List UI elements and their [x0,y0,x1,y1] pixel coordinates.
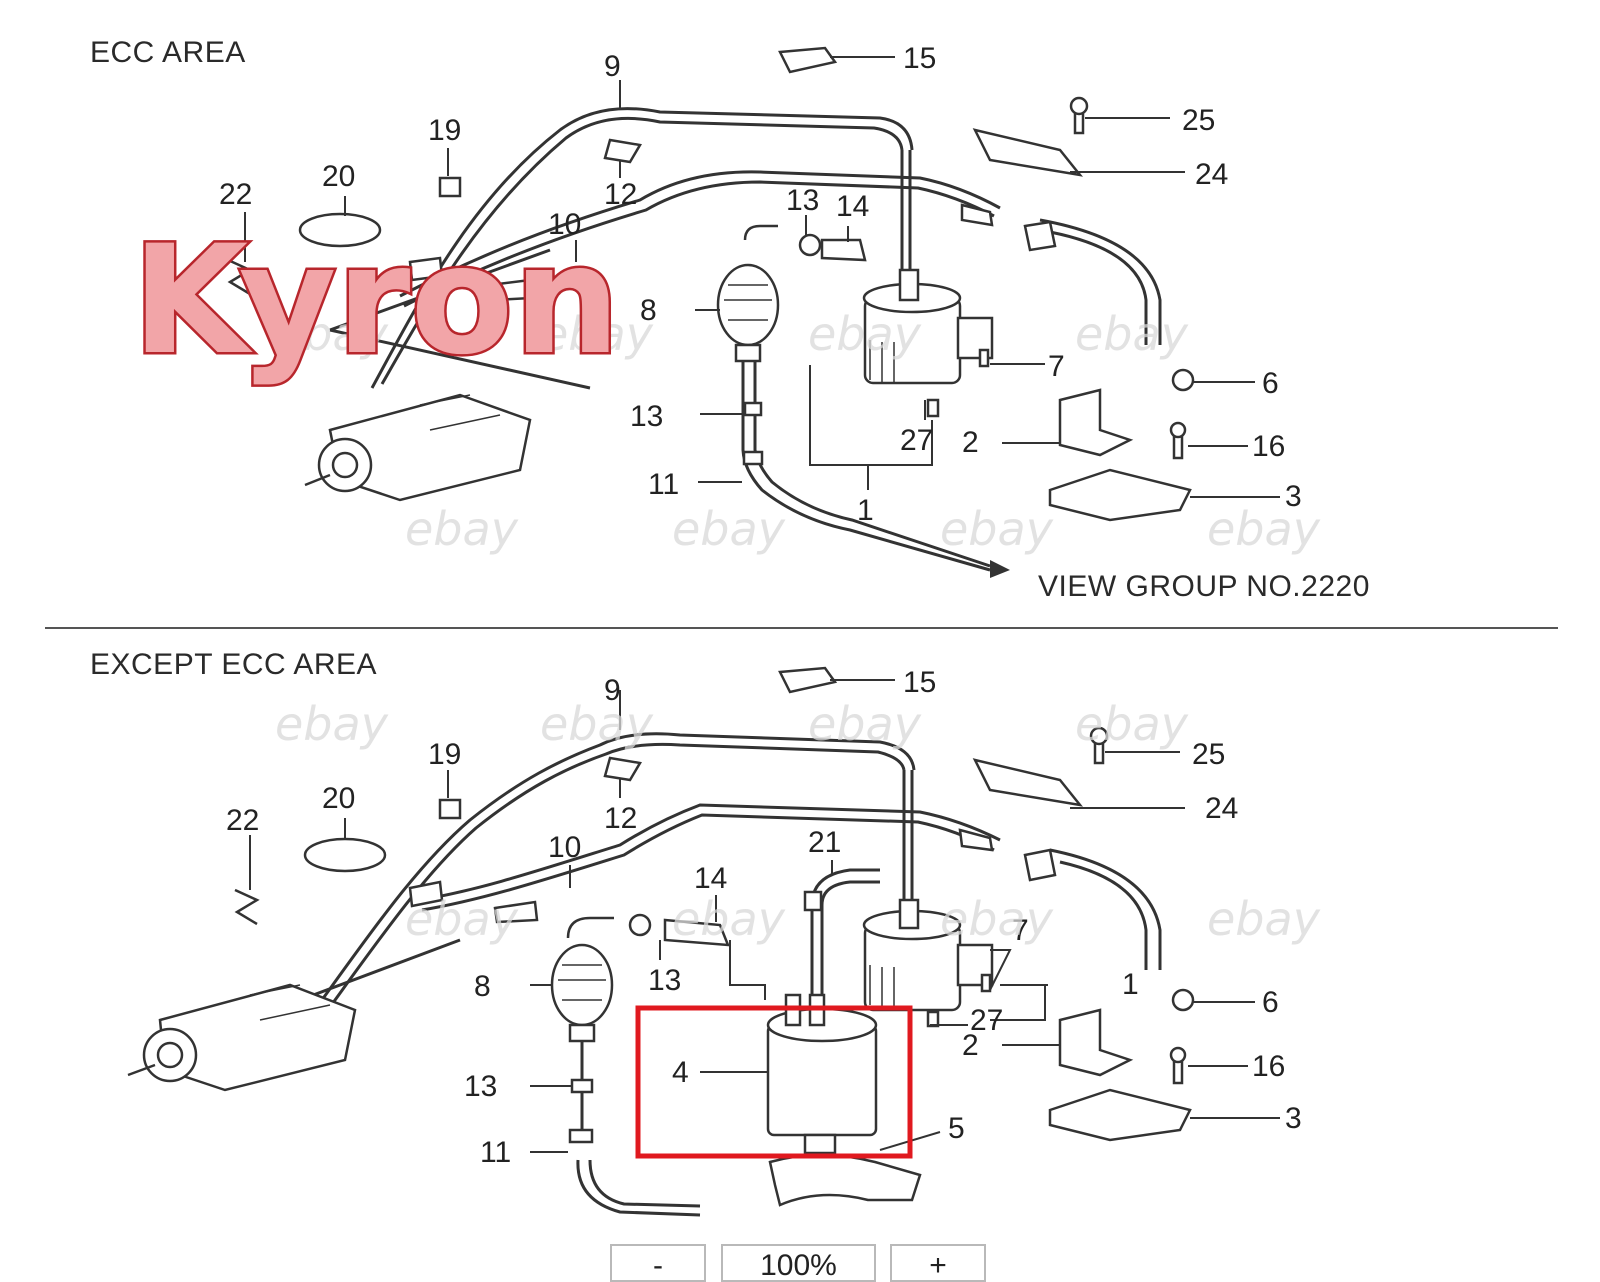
callout-16-bottom: 16 [1252,1050,1285,1083]
callout-12-bottom: 12 [604,802,637,835]
callout-20-top: 20 [322,160,355,193]
svg-text:ebay: ebay [672,502,786,556]
callout-6-bottom: 6 [1262,986,1279,1019]
callout-7-top: 7 [1048,350,1065,383]
callout-24-top: 24 [1195,158,1228,191]
callout-3-top: 3 [1285,480,1302,513]
svg-text:ebay: ebay [540,697,654,751]
callout-4-bottom: 4 [672,1056,689,1089]
bottom-primer-pump [550,916,614,1140]
callout-27-top: 27 [900,424,933,457]
callout-15-top: 15 [903,42,936,75]
callout-22-bottom: 22 [226,804,259,837]
svg-text:ebay: ebay [940,502,1054,556]
bottom-injection-pump [127,983,357,1092]
callout-25-bottom: 25 [1192,738,1225,771]
callout-9-top: 9 [604,50,621,83]
svg-text:ebay: ebay [275,697,389,751]
zoom-in-button[interactable]: + [890,1244,986,1282]
top-fuel-filter [862,268,994,385]
fuel-filter-part-4 [766,993,878,1155]
svg-text:ebay: ebay [672,892,786,946]
callout-15-bottom: 15 [903,666,936,699]
highlight-box [635,1005,913,1159]
filter-bracket-part-5 [768,1153,922,1207]
top-leader-lines [244,56,1280,498]
callout-13-bottom-upper: 13 [648,964,681,997]
svg-text:ebay: ebay [1207,502,1321,556]
callout-2-bottom: 2 [962,1029,979,1062]
callout-5-bottom: 5 [948,1112,965,1145]
section-title-except-ecc: EXCEPT ECC AREA [90,648,377,681]
callout-22-top: 22 [219,178,252,211]
callout-14-bottom: 14 [694,862,727,895]
callout-19-top: 19 [428,114,461,147]
brand-overlay-kyron: Kyron [132,214,620,388]
callout-12-top: 12 [604,178,637,211]
callout-25-top: 25 [1182,104,1215,137]
bottom-fuel-filter [862,898,994,1012]
callout-8-top: 8 [640,294,657,327]
callout-8-bottom: 8 [474,970,491,1003]
svg-text:ebay: ebay [540,307,654,361]
svg-text:ebay: ebay [275,307,389,361]
callout-6-top: 6 [1262,367,1279,400]
callout-16-top: 16 [1252,430,1285,463]
ebay-watermarks: ebay ebay ebay ebay ebay ebay ebay ebay … [275,307,1321,946]
callout-3-bottom: 3 [1285,1102,1302,1135]
svg-text:ebay: ebay [808,697,922,751]
callout-13-bottom-lower: 13 [464,1070,497,1103]
top-brackets [1048,388,1192,522]
callout-24-bottom: 24 [1205,792,1238,825]
callout-11-bottom: 11 [480,1136,511,1169]
zoom-out-button[interactable]: - [610,1244,706,1282]
svg-text:ebay: ebay [1075,697,1189,751]
callout-2-top: 2 [962,426,979,459]
svg-text:ebay: ebay [405,502,519,556]
callout-13-top-upper: 13 [786,184,819,217]
callout-20-bottom: 20 [322,782,355,815]
svg-text:ebay: ebay [808,307,922,361]
callout-10-bottom: 10 [548,831,581,864]
callout-21-bottom: 21 [808,826,841,859]
section-title-ecc: ECC AREA [90,36,246,69]
callout-1-bottom: 1 [1122,968,1139,1001]
callout-13-top-lower: 13 [630,400,663,433]
svg-text:ebay: ebay [1207,892,1321,946]
bottom-hoses [268,732,1162,1217]
svg-text:ebay: ebay [940,892,1054,946]
top-injection-pump [304,393,532,502]
top-primer-pump [716,224,780,363]
bottom-brackets [1048,1008,1192,1142]
callout-19-bottom: 19 [428,738,461,771]
top-hoses [329,107,1162,572]
svg-text:ebay: ebay [1075,307,1189,361]
zoom-level-field[interactable]: 100% [721,1244,876,1282]
callout-7-bottom: 7 [1012,914,1029,947]
callout-10-top: 10 [548,208,581,241]
callout-9-bottom: 9 [604,674,621,707]
top-small-parts [227,46,1195,466]
callout-14-top: 14 [836,190,869,223]
view-group-label: VIEW GROUP NO.2220 [1038,570,1370,603]
callout-27-bottom: 27 [970,1004,1003,1037]
bottom-leader-lines [249,679,1280,1153]
callout-1-top: 1 [857,494,874,527]
svg-text:ebay: ebay [405,892,519,946]
callout-11-top: 11 [648,468,679,501]
